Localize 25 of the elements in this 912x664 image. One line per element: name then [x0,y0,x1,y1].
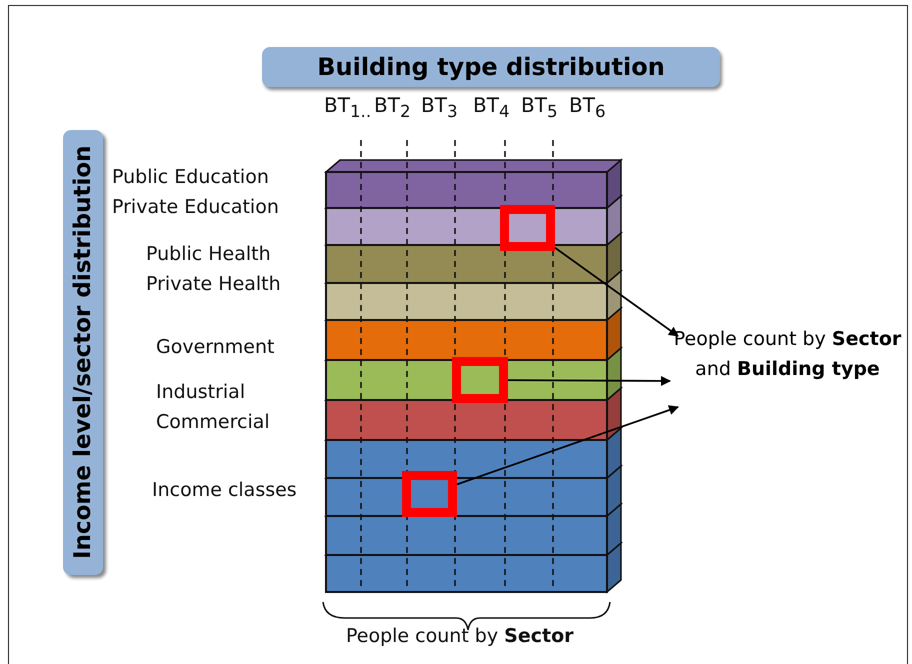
row-label: Industrial [156,381,246,404]
row-label: Income classes [152,479,297,502]
column-label: BT$_{6}$ [569,93,606,122]
arrow [456,405,679,486]
row-label: Public Education [112,166,269,189]
column-label: BT$_{3}$ [421,93,458,122]
row-label: Government [156,336,274,359]
highlight-square [452,357,508,403]
column-label: BT$_{4}$ [473,93,510,122]
row-label: Private Health [146,273,281,296]
arrow [554,247,679,337]
column-label: BT$_{2}$ [374,93,411,122]
arrow [508,376,671,386]
title-band: Building type distribution [262,47,720,87]
highlight-square [500,205,555,251]
highlight-square [402,471,457,517]
callout-text: People count by Sector and Building type [670,322,905,422]
row-label: Public Health [146,243,271,266]
axis-title: Income level/sector distribution [69,144,97,562]
column-label: BT$_{5}$ [521,93,558,122]
column-label: BT$_{1..}$ [324,93,372,122]
axis-band [63,130,103,575]
row-label: Commercial [156,411,270,434]
row-label: Private Education [112,196,279,219]
axis-label: People count by Sector [346,625,574,648]
